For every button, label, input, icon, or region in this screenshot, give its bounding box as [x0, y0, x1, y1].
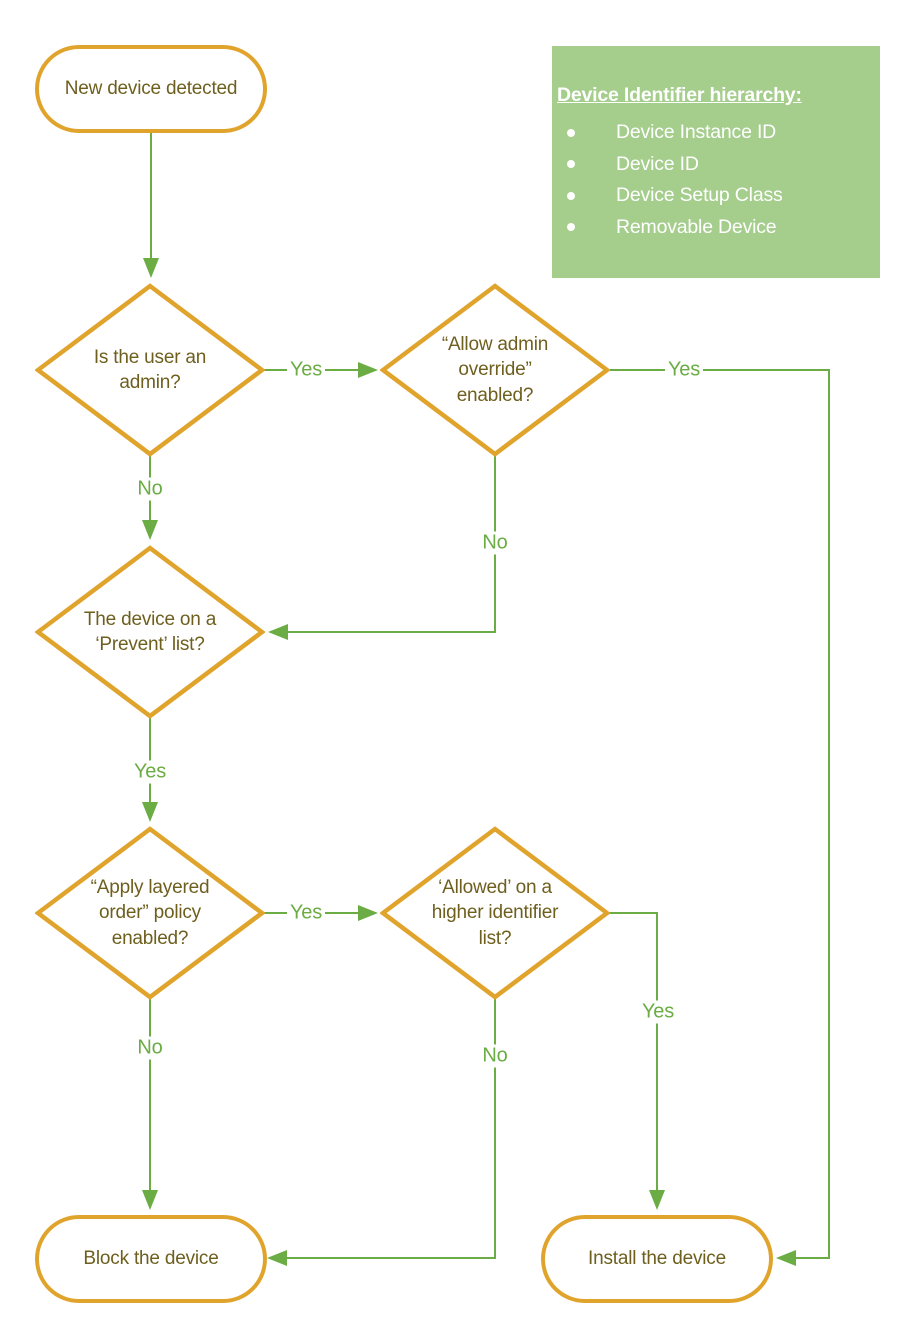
- edge-d5-no-to-block: [267, 997, 496, 1266]
- edge-label-d5-yes: Yes: [638, 1000, 678, 1024]
- node-block-device-label: Block the device: [83, 1248, 219, 1269]
- decision-prevent-list: The device on a ‘Prevent’ list?: [35, 545, 265, 719]
- diamond-shape: [35, 283, 265, 457]
- node-install-device-label: Install the device: [588, 1248, 726, 1269]
- edge-label-d1-yes: Yes: [286, 358, 326, 382]
- node-start-label: New device detected: [64, 78, 238, 99]
- diamond-shape: [380, 283, 610, 457]
- edge-label-d4-yes: Yes: [286, 901, 326, 925]
- legend-item: Removable Device: [557, 212, 874, 244]
- device-identifier-hierarchy-panel: Device Identifier hierarchy: Device Inst…: [552, 46, 880, 278]
- legend-item-label: Device Setup Class: [616, 184, 783, 207]
- edge-label-d4-no: No: [134, 1036, 166, 1060]
- decision-user-admin: Is the user an admin?: [35, 283, 265, 457]
- legend-item-label: Removable Device: [616, 215, 777, 238]
- decision-user-admin-label: Is the user an admin?: [93, 346, 207, 393]
- legend-item-label: Device ID: [616, 152, 699, 175]
- edge-label-d2-no: No: [479, 531, 511, 555]
- edge-label-d2-yes: Yes: [664, 358, 704, 382]
- decision-allowed-higher-list: ‘Allowed’ on a higher identifier list?: [380, 826, 610, 1000]
- node-install-device: Install the device: [541, 1215, 773, 1303]
- decision-layered-order: “Apply layered order” policy enabled?: [35, 826, 265, 1000]
- edge-label-d5-no: No: [479, 1044, 511, 1068]
- edge-d2-no-to-d3: [268, 454, 496, 640]
- bullet-icon: [567, 128, 575, 137]
- edge-d5-yes-to-install: [608, 912, 665, 1210]
- edge-d2-yes-to-install: [610, 369, 830, 1266]
- diamond-shape: [380, 826, 610, 1000]
- node-start: New device detected: [35, 45, 267, 133]
- bullet-icon: [567, 160, 575, 169]
- edge-label-d1-no: No: [134, 477, 166, 501]
- diamond-shape: [35, 545, 265, 719]
- decision-prevent-list-label: The device on a ‘Prevent’ list?: [83, 608, 217, 655]
- decision-allowed-higher-list-label: ‘Allowed’ on a higher identifier list?: [431, 877, 559, 949]
- legend-item: Device Setup Class: [557, 180, 874, 212]
- legend-item: Device ID: [557, 149, 874, 181]
- diamond-shape: [35, 826, 265, 1000]
- edge-label-d3-yes: Yes: [130, 760, 170, 784]
- legend-title: Device Identifier hierarchy:: [557, 84, 802, 106]
- node-block-device: Block the device: [35, 1215, 267, 1303]
- decision-layered-order-label: “Apply layered order” policy enabled?: [90, 877, 210, 949]
- bullet-icon: [567, 223, 575, 232]
- legend-list: Device Instance ID Device ID Device Setu…: [557, 117, 874, 243]
- decision-admin-override: “Allow admin override” enabled?: [380, 283, 610, 457]
- bullet-icon: [567, 191, 575, 200]
- legend-item-label: Device Instance ID: [616, 121, 777, 144]
- legend-item: Device Instance ID: [557, 117, 874, 149]
- decision-admin-override-label: “Allow admin override” enabled?: [441, 334, 549, 406]
